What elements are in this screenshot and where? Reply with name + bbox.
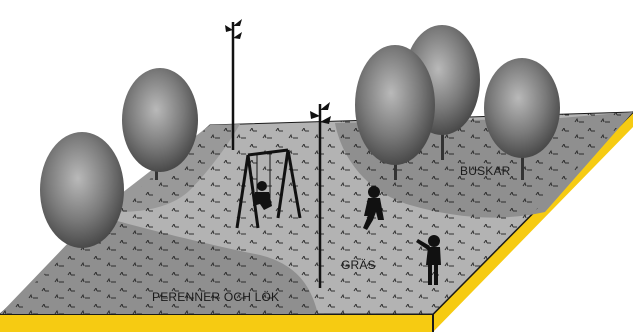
- deciduous-tree-icon: [40, 132, 124, 248]
- zone-label-perenner: PERENNER OCH LÖK: [152, 290, 279, 304]
- zone-label-buskar: BUSKAR: [460, 164, 511, 178]
- zone-label-gras: GRÄS: [341, 258, 376, 272]
